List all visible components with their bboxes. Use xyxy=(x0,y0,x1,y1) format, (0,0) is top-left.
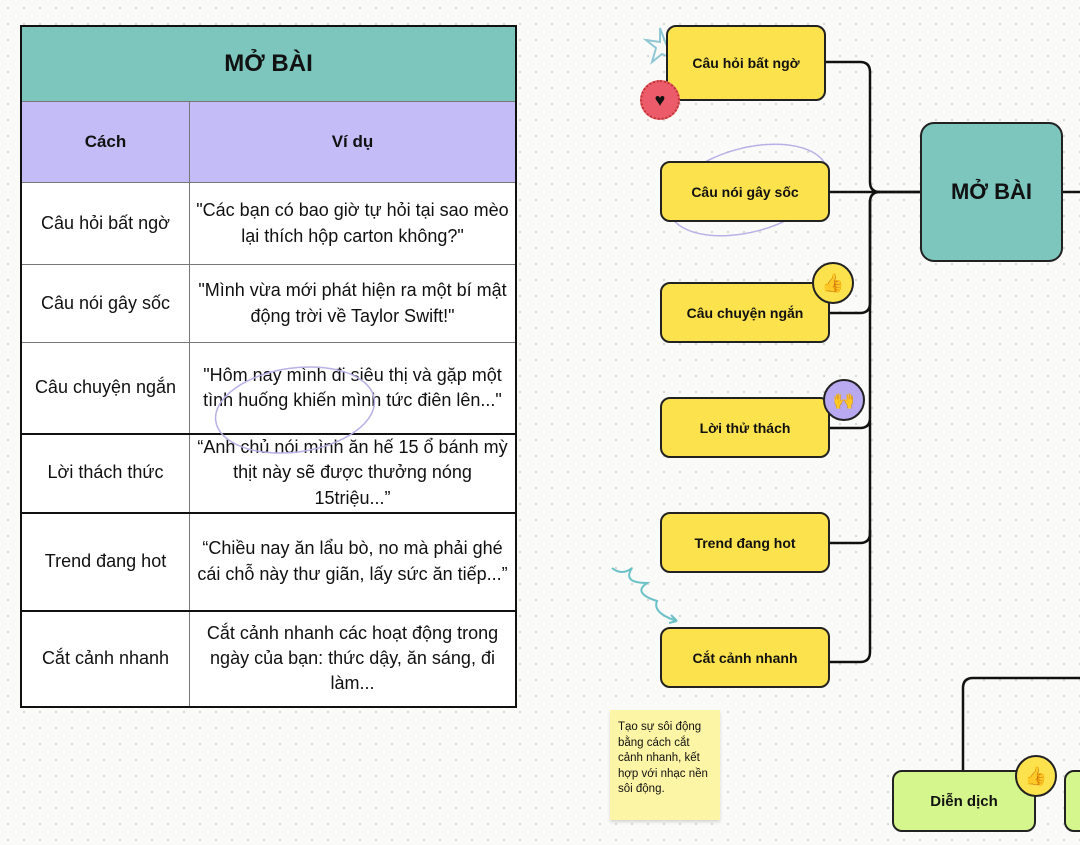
thumbs-up-icon: 👍 xyxy=(1015,755,1057,797)
table-row: Câu hỏi bất ngờ"Các bạn có bao giờ tự hỏ… xyxy=(20,182,517,265)
method-cell: Cắt cảnh nhanh xyxy=(20,609,190,707)
branch-node[interactable]: Câu nói gây sốc xyxy=(660,161,830,222)
column-header-method: Cách xyxy=(20,101,190,183)
example-cell: Cắt cảnh nhanh các hoạt động trong ngày … xyxy=(189,609,517,707)
method-cell: Trend đang hot xyxy=(20,511,190,611)
example-cell: “Chiều nay ăn lẩu bò, no mà phải ghé cái… xyxy=(189,511,517,611)
bottom-node[interactable]: Diễn dịch xyxy=(892,770,1036,832)
center-node[interactable]: MỞ BÀI xyxy=(920,122,1063,262)
example-cell: "Các bạn có bao giờ tự hỏi tại sao mèo l… xyxy=(189,182,517,265)
table-row: Trend đang hot“Chiều nay ăn lẩu bò, no m… xyxy=(20,511,517,611)
intro-methods-table: MỞ BÀI Cách Ví dụ Câu hỏi bất ngờ"Các bạ… xyxy=(20,25,517,708)
example-cell: "Hôm nay mình đi siêu thị và gặp một tìn… xyxy=(189,342,517,434)
partial-node[interactable] xyxy=(1064,770,1080,832)
example-cell: "Mình vừa mới phát hiện ra một bí mật độ… xyxy=(189,264,517,343)
table-row: Câu chuyện ngắn"Hôm nay mình đi siêu thị… xyxy=(20,342,517,434)
clapping-hands-icon: 🙌 xyxy=(823,379,865,421)
method-cell: Câu hỏi bất ngờ xyxy=(20,182,190,265)
thumbs-up-icon: 👍 xyxy=(812,262,854,304)
example-cell: “Anh chủ nói mình ăn hế 15 ổ bánh mỳ thị… xyxy=(189,432,517,513)
table-title: MỞ BÀI xyxy=(20,25,517,102)
heart-icon: ♥ xyxy=(640,80,680,120)
method-cell: Lời thách thức xyxy=(20,432,190,513)
table-row: Lời thách thức“Anh chủ nói mình ăn hế 15… xyxy=(20,432,517,513)
branch-node[interactable]: Câu chuyện ngắn xyxy=(660,282,830,343)
branch-node[interactable]: Lời thử thách xyxy=(660,397,830,458)
branch-node[interactable]: Câu hỏi bất ngờ xyxy=(666,25,826,101)
table-row: Câu nói gây sốc"Mình vừa mới phát hiện r… xyxy=(20,264,517,343)
method-cell: Câu nói gây sốc xyxy=(20,264,190,343)
method-cell: Câu chuyện ngắn xyxy=(20,342,190,434)
branch-node[interactable]: Trend đang hot xyxy=(660,512,830,573)
sticky-note[interactable]: Tạo sự sôi động bằng cách cắt cảnh nhanh… xyxy=(610,710,720,820)
squiggle-arrow xyxy=(611,567,678,624)
column-header-example: Ví dụ xyxy=(189,101,517,183)
branch-node[interactable]: Cắt cảnh nhanh xyxy=(660,627,830,688)
